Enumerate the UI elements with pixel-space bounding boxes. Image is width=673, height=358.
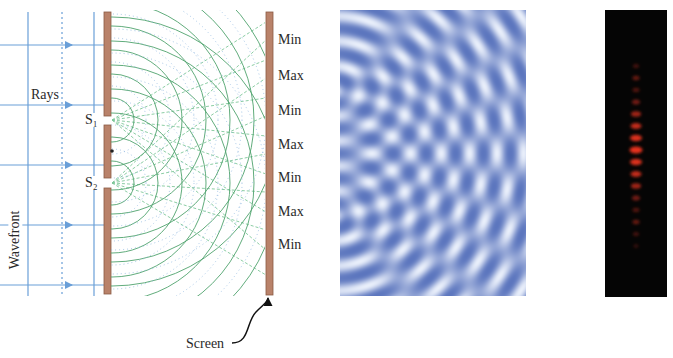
wavefront-lines (28, 12, 94, 296)
slit-barrier (104, 12, 114, 294)
slit-label: S₁ (84, 113, 99, 127)
fringe-photo (605, 10, 667, 297)
screen-pointer (232, 298, 268, 343)
ripple-tank-photo (340, 10, 526, 296)
fringe-dots (630, 64, 643, 248)
min-label: Min (278, 171, 301, 185)
min-label: Min (278, 238, 301, 252)
max-label: Max (278, 138, 304, 152)
rays-label: Rays (30, 88, 60, 102)
max-label: Max (278, 69, 304, 83)
interference-fan (111, 10, 265, 296)
min-label: Min (278, 104, 301, 118)
screen-bar (266, 12, 273, 295)
screen-label: Screen (186, 337, 224, 351)
wavefront-label: Wavefront (8, 210, 22, 271)
ray-lines (0, 45, 104, 285)
slit-label: S₂ (84, 176, 99, 190)
min-label: Min (278, 33, 301, 47)
max-label: Max (278, 205, 304, 219)
